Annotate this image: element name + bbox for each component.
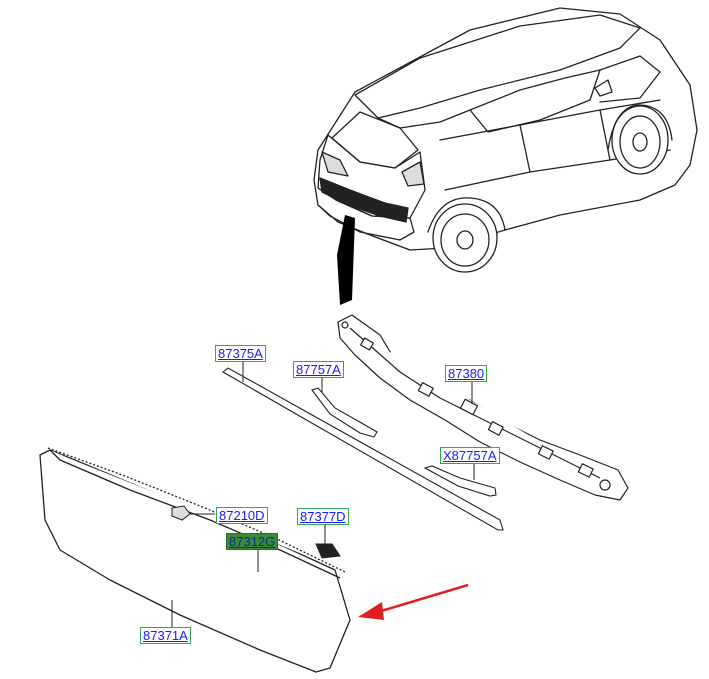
part-label-87210D[interactable]: 87210D xyxy=(216,507,268,524)
part-label-87757A[interactable]: 87757A xyxy=(293,361,344,378)
bracket-87380-drawing xyxy=(337,314,629,501)
part-label-X87757A[interactable]: X87757A xyxy=(440,447,500,464)
pointer-arrow-icon xyxy=(358,583,469,620)
part-label-87312G[interactable]: 87312G xyxy=(226,533,279,550)
callout-pointer xyxy=(337,215,355,305)
part-label-87375A[interactable]: 87375A xyxy=(215,345,266,362)
clip-87210D-drawing xyxy=(171,505,191,521)
piece-87377D-drawing xyxy=(315,543,341,559)
part-label-87377D[interactable]: 87377D xyxy=(297,508,349,525)
strip-87757A-drawing xyxy=(311,387,378,438)
part-label-87380[interactable]: 87380 xyxy=(445,365,488,382)
leader-lines xyxy=(171,362,475,628)
part-label-87371A[interactable]: 87371A xyxy=(140,627,191,644)
strip-87375A-drawing xyxy=(222,367,504,531)
car-illustration xyxy=(313,7,698,273)
garnish-87371A-drawing xyxy=(39,447,351,673)
strip-X87757A-drawing xyxy=(423,465,497,497)
